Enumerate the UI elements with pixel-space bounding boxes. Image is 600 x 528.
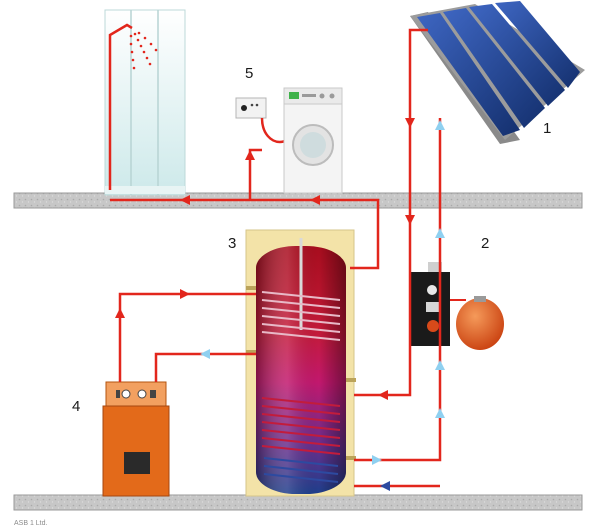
label-solar-collector: 1 (543, 120, 551, 137)
expansion-vessel-icon (456, 296, 504, 350)
label-pump-station: 2 (481, 235, 489, 252)
label-thermostatic-mixer: 5 (245, 65, 253, 82)
lower-floor-slab (13, 494, 583, 511)
solar-collector-icon (410, 1, 585, 144)
storage-tank-icon (245, 229, 356, 497)
shower-icon (104, 9, 186, 196)
washing-machine-icon (283, 87, 343, 194)
label-storage-tank: 3 (228, 235, 236, 252)
flow-arrows (115, 118, 445, 491)
label-boiler: 4 (72, 398, 80, 415)
boiler-icon (102, 381, 170, 497)
thermostatic-mixer-icon (235, 97, 293, 144)
image-caption: ASB 1 Ltd. (14, 520, 48, 527)
pump-station-icon (410, 262, 466, 346)
